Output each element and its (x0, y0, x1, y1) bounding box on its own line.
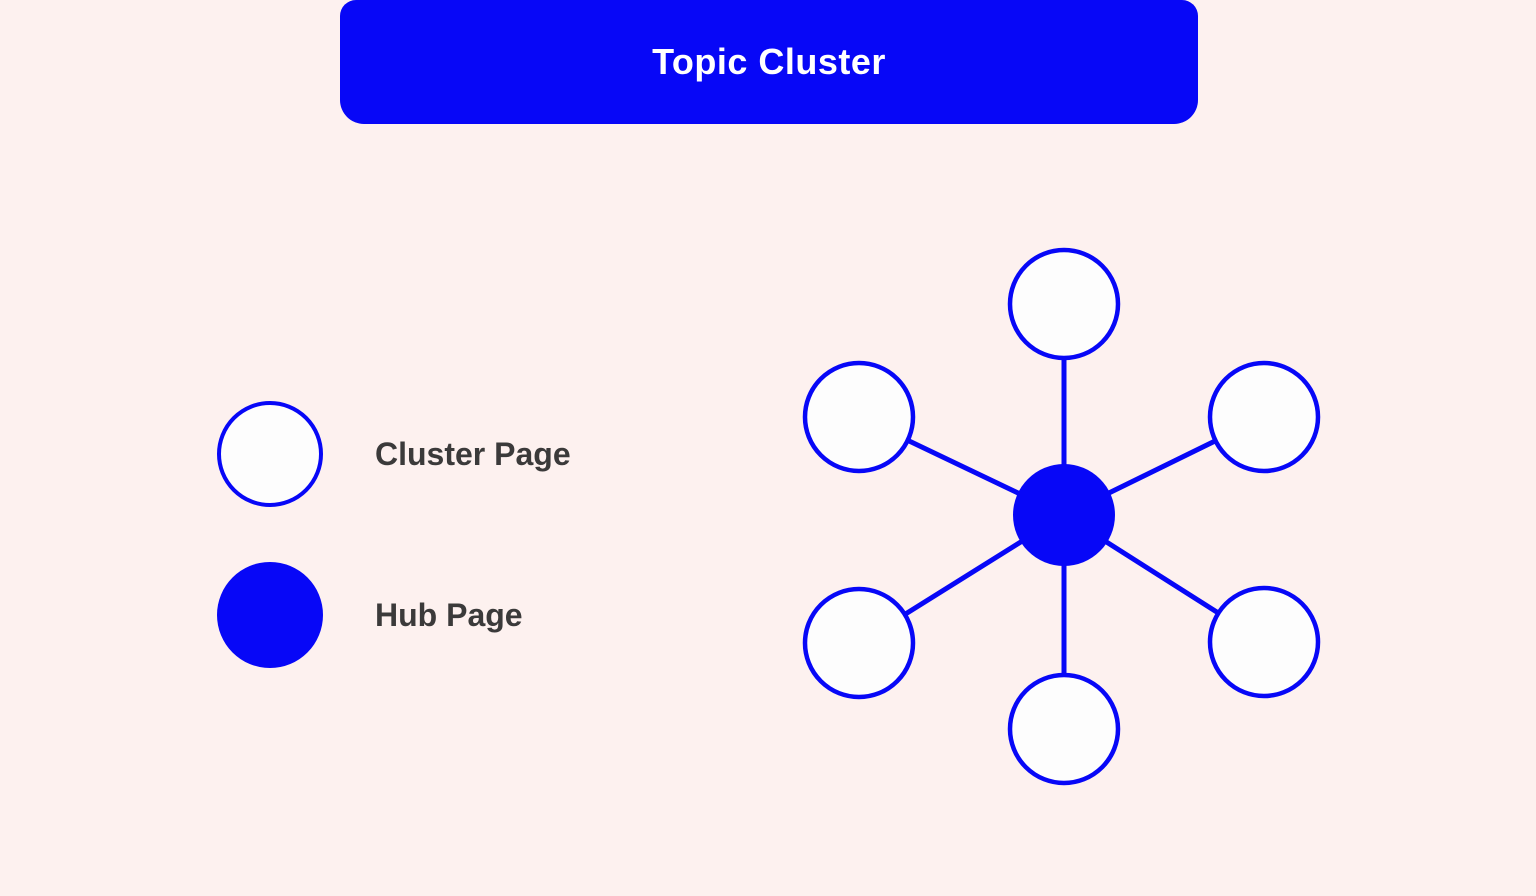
page-title: Topic Cluster (652, 41, 886, 82)
legend-item-cluster-page: Cluster Page (217, 401, 571, 507)
legend-label: Hub Page (375, 596, 523, 633)
cluster-page-node (1207, 360, 1321, 474)
cluster-page-node (1207, 585, 1321, 699)
cluster-page-node (1007, 247, 1121, 361)
cluster-page-swatch-icon (217, 401, 323, 507)
legend: Cluster Page Hub Page (217, 401, 571, 668)
cluster-page-node (802, 360, 916, 474)
hub-page-swatch-icon (217, 562, 323, 668)
legend-item-hub-page: Hub Page (217, 562, 571, 668)
cluster-page-node (802, 586, 916, 700)
hub-page-node (1013, 464, 1115, 566)
cluster-page-node (1007, 672, 1121, 786)
header-banner: Topic Cluster (340, 0, 1198, 124)
legend-label: Cluster Page (375, 435, 571, 472)
